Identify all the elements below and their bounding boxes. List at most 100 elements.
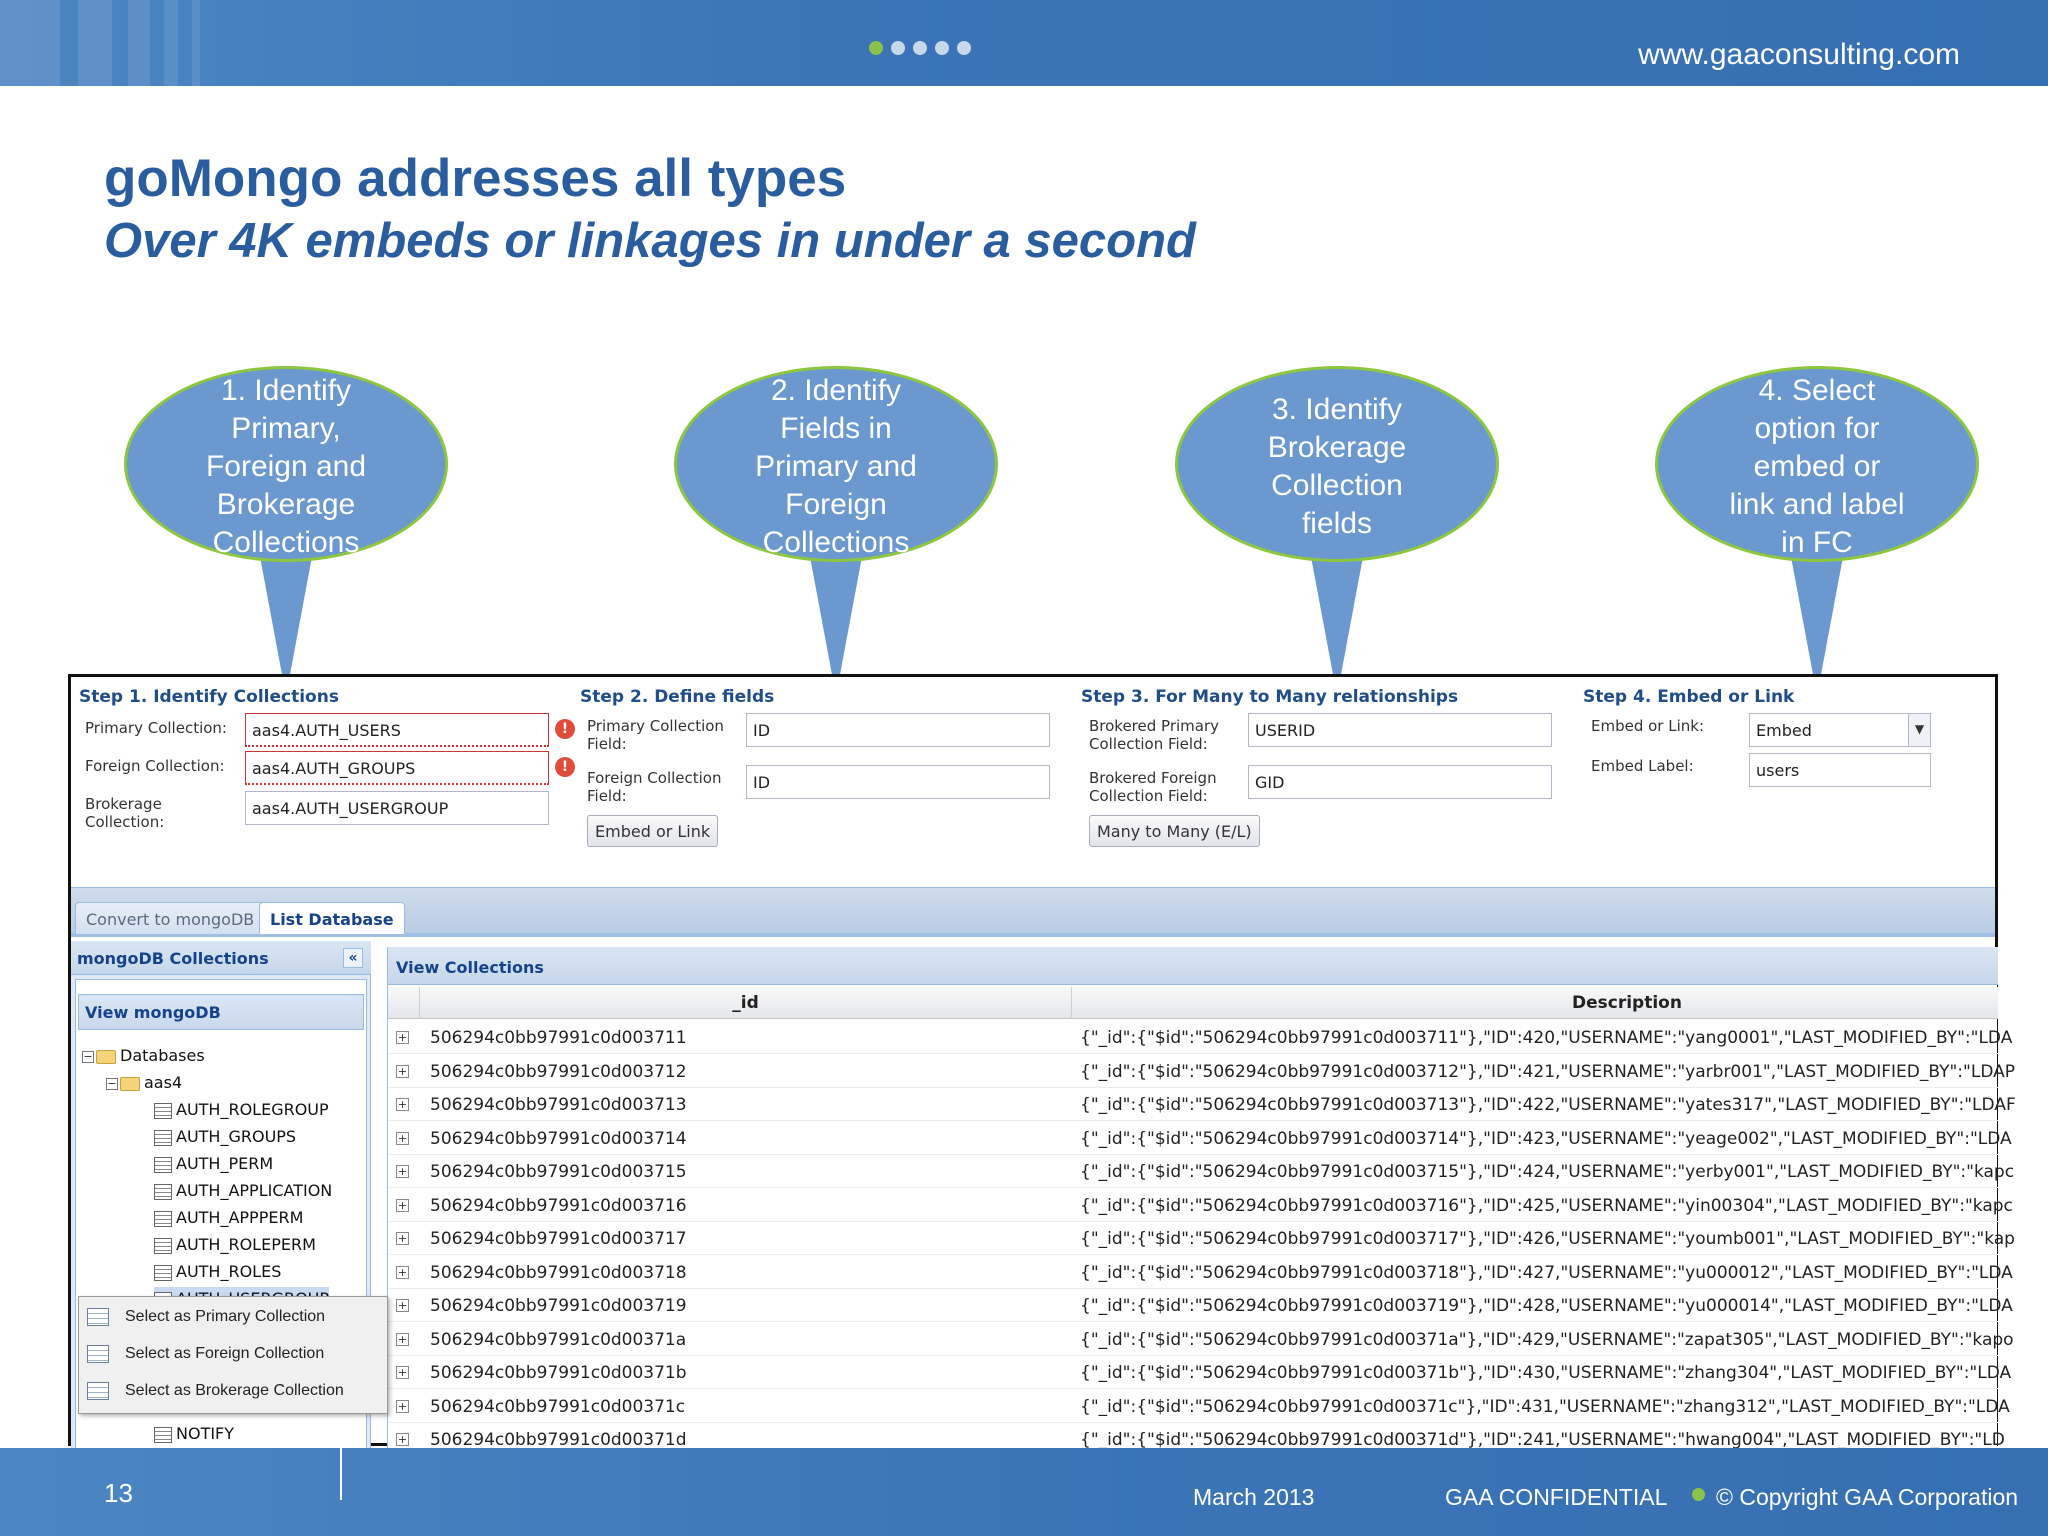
step2-title: Step 2. Define fields [580, 687, 775, 707]
row-description: {"_id":{"$id":"506294c0bb97991c0d00371d"… [1080, 1430, 2005, 1450]
table-row[interactable]: +506294c0bb97991c0d003712{"_id":{"$id":"… [388, 1055, 2015, 1088]
table-icon [154, 1183, 172, 1200]
embed-or-link-button[interactable]: Embed or Link [587, 815, 719, 847]
tree-node-databases[interactable]: −Databases [82, 1046, 205, 1065]
row-description: {"_id":{"$id":"506294c0bb97991c0d003711"… [1080, 1028, 2013, 1048]
expand-row-icon[interactable]: + [396, 1433, 409, 1446]
table-row[interactable]: +506294c0bb97991c0d003713{"_id":{"$id":"… [388, 1088, 2016, 1121]
collapse-icon[interactable]: « [343, 948, 363, 968]
table-icon [87, 1382, 109, 1400]
table-row[interactable]: +506294c0bb97991c0d003711{"_id":{"$id":"… [388, 1021, 2013, 1054]
tree-node-collection[interactable]: AUTH_APPLICATION [154, 1179, 332, 1203]
many-to-many-button[interactable]: Many to Many (E/L) [1089, 815, 1260, 847]
table-icon [154, 1210, 172, 1227]
view-mongodb-header: View mongoDB [78, 994, 364, 1030]
collapse-toggle-icon[interactable]: − [82, 1049, 94, 1063]
footer-bar: 13 March 2013 GAA CONFIDENTIAL © Copyrig… [0, 1448, 2048, 1536]
expand-row-icon[interactable]: + [396, 1031, 409, 1044]
mongodb-collections-panel: mongoDB Collections « View mongoDB −Data… [71, 941, 371, 1449]
footer-divider [340, 1448, 342, 1500]
table-row[interactable]: +506294c0bb97991c0d003718{"_id":{"$id":"… [388, 1256, 2013, 1289]
tree-node-collection[interactable]: AUTH_ROLEPERM [154, 1233, 316, 1257]
expand-row-icon[interactable]: + [396, 1265, 409, 1279]
page-number: 13 [104, 1478, 133, 1508]
tree-node-aas4[interactable]: −aas4 [106, 1073, 183, 1092]
table-row[interactable]: +506294c0bb97991c0d003719{"_id":{"$id":"… [388, 1289, 2013, 1322]
brokered-primary-input[interactable]: USERID [1248, 713, 1552, 747]
table-row[interactable]: +506294c0bb97991c0d00371b{"_id":{"$id":"… [388, 1356, 2012, 1389]
foreign-collection-field-label: Foreign Collection Field: [587, 769, 722, 805]
brokered-foreign-input[interactable]: GID [1248, 765, 1552, 799]
tree-node-collection[interactable]: AUTH_GROUPS [154, 1125, 296, 1149]
expand-row-icon[interactable]: + [396, 1232, 409, 1245]
embed-label-input[interactable]: users [1749, 753, 1931, 787]
menu-item-select-foreign[interactable]: Select as Foreign Collection [79, 1336, 389, 1372]
collapse-toggle-icon[interactable]: − [106, 1076, 118, 1090]
row-id: 506294c0bb97991c0d003713 [430, 1095, 687, 1115]
table-icon [154, 1264, 172, 1281]
footer-dot [1692, 1488, 1705, 1501]
table-row[interactable]: +506294c0bb97991c0d003714{"_id":{"$id":"… [388, 1122, 2012, 1155]
main-tabs: Convert to mongoDB List Database [71, 887, 1995, 937]
nav-dot[interactable] [935, 41, 949, 55]
table-row[interactable]: +506294c0bb97991c0d00371a{"_id":{"$id":"… [388, 1323, 2014, 1356]
tree-node-collection[interactable]: AUTH_ROLES [154, 1260, 281, 1284]
brokered-primary-label: Brokered Primary Collection Field: [1089, 717, 1220, 753]
column-header-description[interactable]: Description [1572, 993, 1682, 1013]
table-row[interactable]: +506294c0bb97991c0d00371c{"_id":{"$id":"… [388, 1390, 2010, 1423]
panel-title: mongoDB Collections « [71, 941, 371, 975]
footer-copyright: © Copyright GAA Corporation [1716, 1484, 2019, 1510]
nav-dot[interactable] [891, 41, 905, 55]
expand-row-icon[interactable]: + [396, 1165, 409, 1178]
foreign-collection-field[interactable]: aas4.AUTH_GROUPS [245, 751, 549, 785]
tab-convert-to-mongodb[interactable]: Convert to mongoDB [75, 902, 266, 934]
expand-row-icon[interactable]: + [396, 1131, 409, 1145]
tab-list-database[interactable]: List Database [259, 902, 405, 934]
header-bar: www.gaaconsulting.com [0, 0, 2048, 86]
slide-title: goMongo addresses all types [104, 149, 847, 208]
tree-node-collection[interactable]: AUTH_ROLEGROUP [154, 1098, 329, 1122]
expand-row-icon[interactable]: + [396, 1198, 409, 1212]
primary-field-input[interactable]: ID [746, 713, 1050, 747]
tree-node-collection[interactable]: AUTH_APPPERM [154, 1206, 303, 1230]
expand-row-icon[interactable]: + [396, 1332, 409, 1346]
row-id: 506294c0bb97991c0d003712 [430, 1061, 687, 1082]
tree-node-collection[interactable]: AUTH_PERM [154, 1152, 273, 1176]
table-icon [154, 1129, 172, 1146]
expand-row-icon[interactable]: + [396, 1299, 409, 1312]
menu-item-select-primary[interactable]: Select as Primary Collection [79, 1299, 389, 1335]
foreign-field-input[interactable]: ID [746, 765, 1050, 799]
brokerage-collection-field[interactable]: aas4.AUTH_USERGROUP [245, 791, 549, 825]
expand-row-icon[interactable]: + [396, 1064, 409, 1078]
table-row[interactable]: +506294c0bb97991c0d003717{"_id":{"$id":"… [388, 1222, 2015, 1255]
table-icon [154, 1237, 172, 1254]
grid-title: View Collections [388, 947, 1998, 985]
nav-dot[interactable] [957, 41, 971, 55]
expand-row-icon[interactable]: + [396, 1399, 409, 1413]
primary-collection-field[interactable]: aas4.AUTH_USERS [245, 713, 549, 747]
menu-item-select-brokerage[interactable]: Select as Brokerage Collection [79, 1373, 389, 1409]
primary-collection-field-label: Primary Collection Field: [587, 717, 724, 753]
table-row[interactable]: +506294c0bb97991c0d003715{"_id":{"$id":"… [388, 1155, 2014, 1188]
row-id: 506294c0bb97991c0d00371d [430, 1430, 687, 1450]
row-description: {"_id":{"$id":"506294c0bb97991c0d003716"… [1080, 1195, 2013, 1216]
expand-row-icon[interactable]: + [396, 1098, 409, 1111]
row-id: 506294c0bb97991c0d00371c [430, 1396, 686, 1417]
expand-row-icon[interactable]: + [396, 1366, 409, 1379]
chevron-down-icon[interactable]: ▼ [1908, 714, 1930, 746]
table-row[interactable]: +506294c0bb97991c0d003716{"_id":{"$id":"… [388, 1189, 2013, 1222]
tree-node-collection[interactable]: NOTIFY [154, 1422, 234, 1446]
nav-dot[interactable] [869, 41, 883, 55]
table-icon [154, 1426, 172, 1443]
row-description: {"_id":{"$id":"506294c0bb97991c0d003714"… [1080, 1128, 2012, 1149]
column-header-id[interactable]: _id [420, 987, 1072, 1019]
row-description: {"_id":{"$id":"506294c0bb97991c0d003719"… [1080, 1296, 2013, 1316]
embed-or-link-select[interactable]: Embed ▼ [1749, 713, 1931, 747]
row-id: 506294c0bb97991c0d00371a [430, 1329, 687, 1350]
row-description: {"_id":{"$id":"506294c0bb97991c0d00371b"… [1080, 1363, 2012, 1383]
gomongo-app-window: Step 1. Identify Collections Primary Col… [68, 674, 2016, 1456]
nav-dot[interactable] [913, 41, 927, 55]
